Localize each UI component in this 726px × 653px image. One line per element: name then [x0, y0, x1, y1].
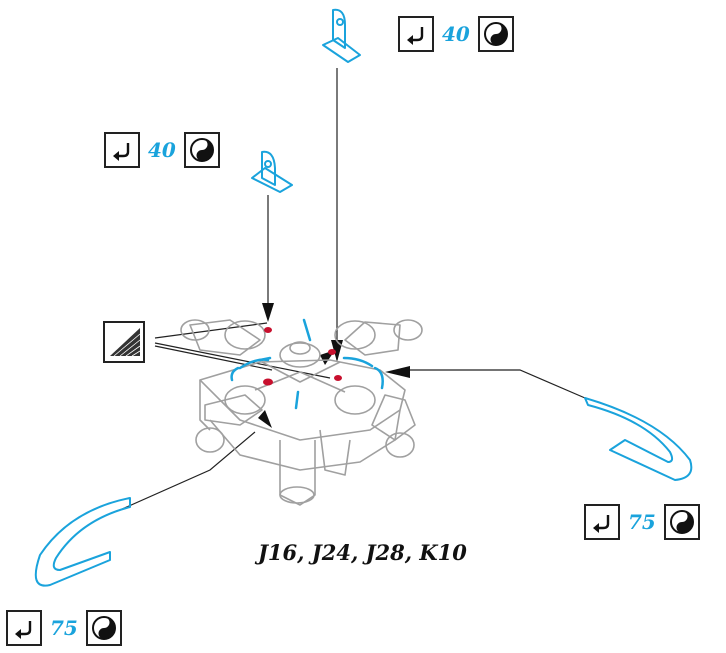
torque-callout-right: 75 [584, 502, 700, 542]
loctite-icon [183, 132, 220, 168]
washer-icons [251, 8, 361, 193]
washer-upper-left-icon [251, 150, 293, 193]
torque-callout-upper-left: 40 [104, 130, 220, 170]
washer-top-icon [322, 8, 361, 63]
circlip-right-icon [584, 397, 693, 481]
circlip-left-icon [34, 497, 131, 587]
leader-lines [119, 68, 586, 511]
rotation-markers [230, 318, 384, 410]
torque-callout-top: 40 [398, 14, 514, 54]
loctite-icon [477, 16, 514, 52]
model-caption: J16, J24, J28, K10 [258, 540, 467, 565]
torque-value: 75 [628, 510, 656, 534]
torque-arrow-icon [104, 132, 140, 168]
seal-points [263, 327, 342, 386]
circlip-icons [34, 397, 693, 587]
lubricant-icon [103, 321, 145, 363]
arrowhead-bottom-left [258, 410, 272, 428]
torque-value: 40 [148, 138, 176, 162]
torque-arrow-icon [398, 16, 434, 52]
torque-callout-bottom-left: 75 [6, 608, 122, 648]
arrowhead-upper-left [262, 303, 274, 322]
loctite-icon [85, 610, 122, 646]
torque-value: 40 [442, 22, 470, 46]
torque-arrow-icon [6, 610, 42, 646]
torque-arrow-icon [584, 504, 620, 540]
arrowhead-top [331, 340, 343, 362]
torque-value: 75 [50, 616, 78, 640]
gear-assembly [180, 319, 423, 506]
loctite-icon [663, 504, 700, 540]
arrowhead-right [385, 366, 410, 378]
